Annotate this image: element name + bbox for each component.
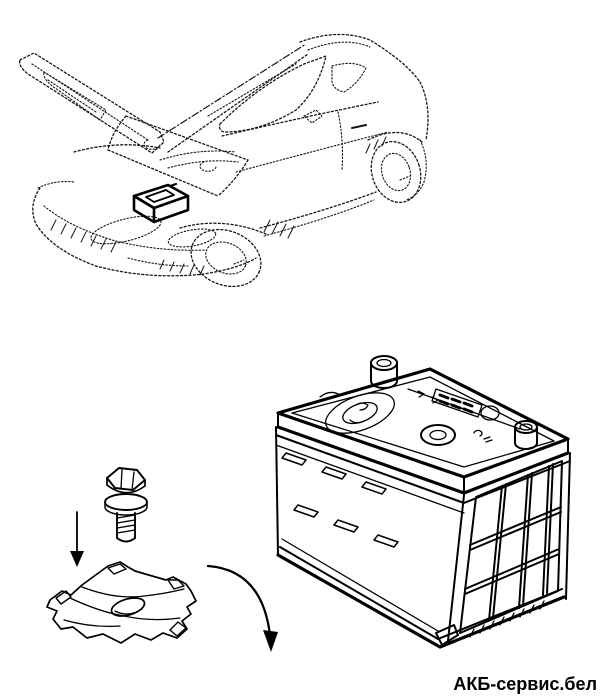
car-with-open-hood (19, 33, 429, 288)
rear-wheel (365, 131, 427, 204)
curved-arrow-icon (206, 564, 278, 652)
watermark-caption: АКБ-сервис.бел (453, 674, 597, 694)
body-side (221, 101, 389, 237)
car-battery-illustration (275, 355, 571, 649)
battery-case (275, 426, 571, 649)
side-windows (218, 55, 367, 133)
battery-terminal-right (514, 420, 538, 450)
roofline (299, 33, 429, 141)
hex-bolt-icon (104, 467, 148, 543)
battery-side-grid (459, 460, 563, 634)
battery-terminal-left (370, 355, 398, 389)
open-hood (19, 52, 165, 154)
engine-bay (107, 115, 249, 197)
down-arrow-icon (70, 511, 84, 567)
front-fascia (32, 144, 257, 277)
battery-lid-details (319, 388, 500, 446)
battery-front-slots (281, 452, 399, 548)
hardware-group (46, 467, 278, 652)
windshield (157, 43, 309, 169)
front-wheel (179, 219, 295, 288)
battery-location-marker (132, 182, 190, 224)
hold-down-bracket-icon (46, 561, 197, 644)
